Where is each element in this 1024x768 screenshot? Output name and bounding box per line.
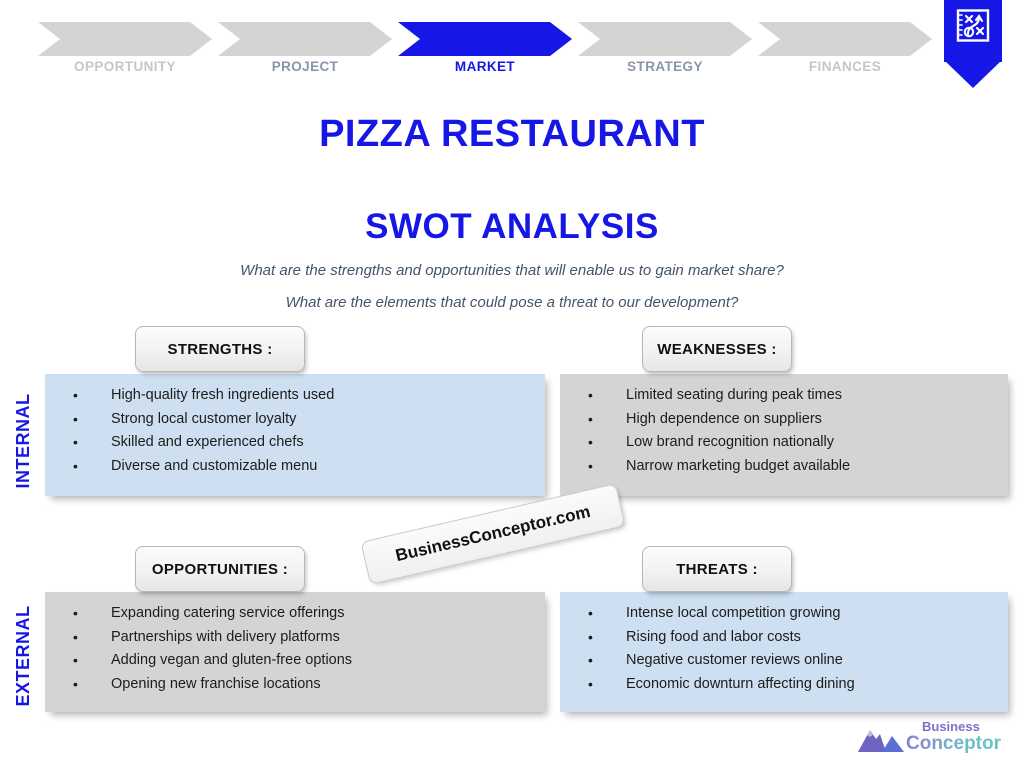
weaknesses-tab[interactable]: WEAKNESSES : [642, 326, 792, 372]
list-item: Strong local customer loyalty [65, 408, 533, 432]
opportunities-tab-label: OPPORTUNITIES : [151, 560, 289, 578]
list-item: Partnerships with delivery platforms [65, 626, 533, 650]
strengths-tab[interactable]: STRENGTHS : [135, 326, 305, 372]
list-item: Economic downturn affecting dining [580, 673, 996, 697]
opportunities-panel: Expanding catering service offerings Par… [45, 592, 545, 712]
list-item: High dependence on suppliers [580, 408, 996, 432]
weaknesses-list: Limited seating during peak times High d… [580, 384, 996, 478]
subtitle-question-2: What are the elements that could pose a … [285, 294, 739, 311]
list-item: Negative customer reviews online [580, 649, 996, 673]
list-item: Rising food and labor costs [580, 626, 996, 650]
process-chevron-labels: OPPORTUNITY PROJECT MARKET STRATEGY FINA… [38, 56, 938, 78]
opportunities-list: Expanding catering service offerings Par… [65, 602, 533, 696]
chevron-project[interactable] [218, 22, 392, 56]
chevron-market[interactable] [398, 22, 572, 56]
pin-tip [944, 60, 1002, 88]
quadrant-weaknesses: Limited seating during peak times High d… [560, 326, 1008, 496]
logo-wordmark: Business Conceptor [906, 720, 1006, 754]
threats-panel: Intense local competition growing Rising… [560, 592, 1008, 712]
threats-tab[interactable]: THREATS : [642, 546, 792, 592]
quadrant-strengths: High-quality fresh ingredients used Stro… [45, 326, 545, 496]
chevron-finances[interactable] [758, 22, 932, 56]
chevron-label-project[interactable]: PROJECT [271, 59, 339, 74]
chevron-label-market[interactable]: MARKET [454, 59, 516, 74]
list-item: Expanding catering service offerings [65, 602, 533, 626]
brand-logo: Business Conceptor [856, 716, 1006, 760]
logo-text-conceptor: Conceptor [906, 734, 1006, 754]
logo-text-business: Business [922, 719, 980, 734]
list-item: Adding vegan and gluten-free options [65, 649, 533, 673]
list-item: Diverse and customizable menu [65, 455, 533, 479]
axis-label-external: EXTERNAL [13, 605, 33, 707]
list-item: Skilled and experienced chefs [65, 431, 533, 455]
analysis-title: SWOT ANALYSIS [365, 207, 659, 246]
list-item: Limited seating during peak times [580, 384, 996, 408]
axis-label-internal: INTERNAL [13, 393, 33, 489]
quadrant-opportunities: Expanding catering service offerings Par… [45, 546, 545, 712]
strengths-panel: High-quality fresh ingredients used Stro… [45, 374, 545, 496]
threats-list: Intense local competition growing Rising… [580, 602, 996, 696]
strategy-pin-badge [944, 0, 1002, 88]
threats-tab-label: THREATS : [676, 560, 758, 578]
opportunities-tab[interactable]: OPPORTUNITIES : [135, 546, 305, 592]
chevron-label-opportunity[interactable]: OPPORTUNITY [74, 59, 176, 74]
list-item: Low brand recognition nationally [580, 431, 996, 455]
weaknesses-tab-label: WEAKNESSES : [657, 340, 777, 358]
page-title: PIZZA RESTAURANT [319, 113, 705, 155]
weaknesses-panel: Limited seating during peak times High d… [560, 374, 1008, 496]
chevron-strategy[interactable] [578, 22, 752, 56]
subtitle-question-1: What are the strengths and opportunities… [240, 262, 784, 279]
process-nav-banner: OPPORTUNITY PROJECT MARKET STRATEGY FINA… [0, 0, 1024, 92]
chevron-label-strategy[interactable]: STRATEGY [627, 59, 703, 74]
list-item: High-quality fresh ingredients used [65, 384, 533, 408]
chevron-opportunity[interactable] [38, 22, 212, 56]
process-chevron-row [38, 22, 938, 56]
strategy-playbook-icon [956, 9, 990, 42]
quadrant-threats: Intense local competition growing Rising… [560, 546, 1008, 712]
mountain-peaks-icon [858, 730, 904, 752]
chevron-label-finances[interactable]: FINANCES [808, 59, 882, 74]
list-item: Intense local competition growing [580, 602, 996, 626]
list-item: Narrow marketing budget available [580, 455, 996, 479]
strengths-tab-label: STRENGTHS : [167, 340, 273, 358]
strengths-list: High-quality fresh ingredients used Stro… [65, 384, 533, 478]
list-item: Opening new franchise locations [65, 673, 533, 697]
